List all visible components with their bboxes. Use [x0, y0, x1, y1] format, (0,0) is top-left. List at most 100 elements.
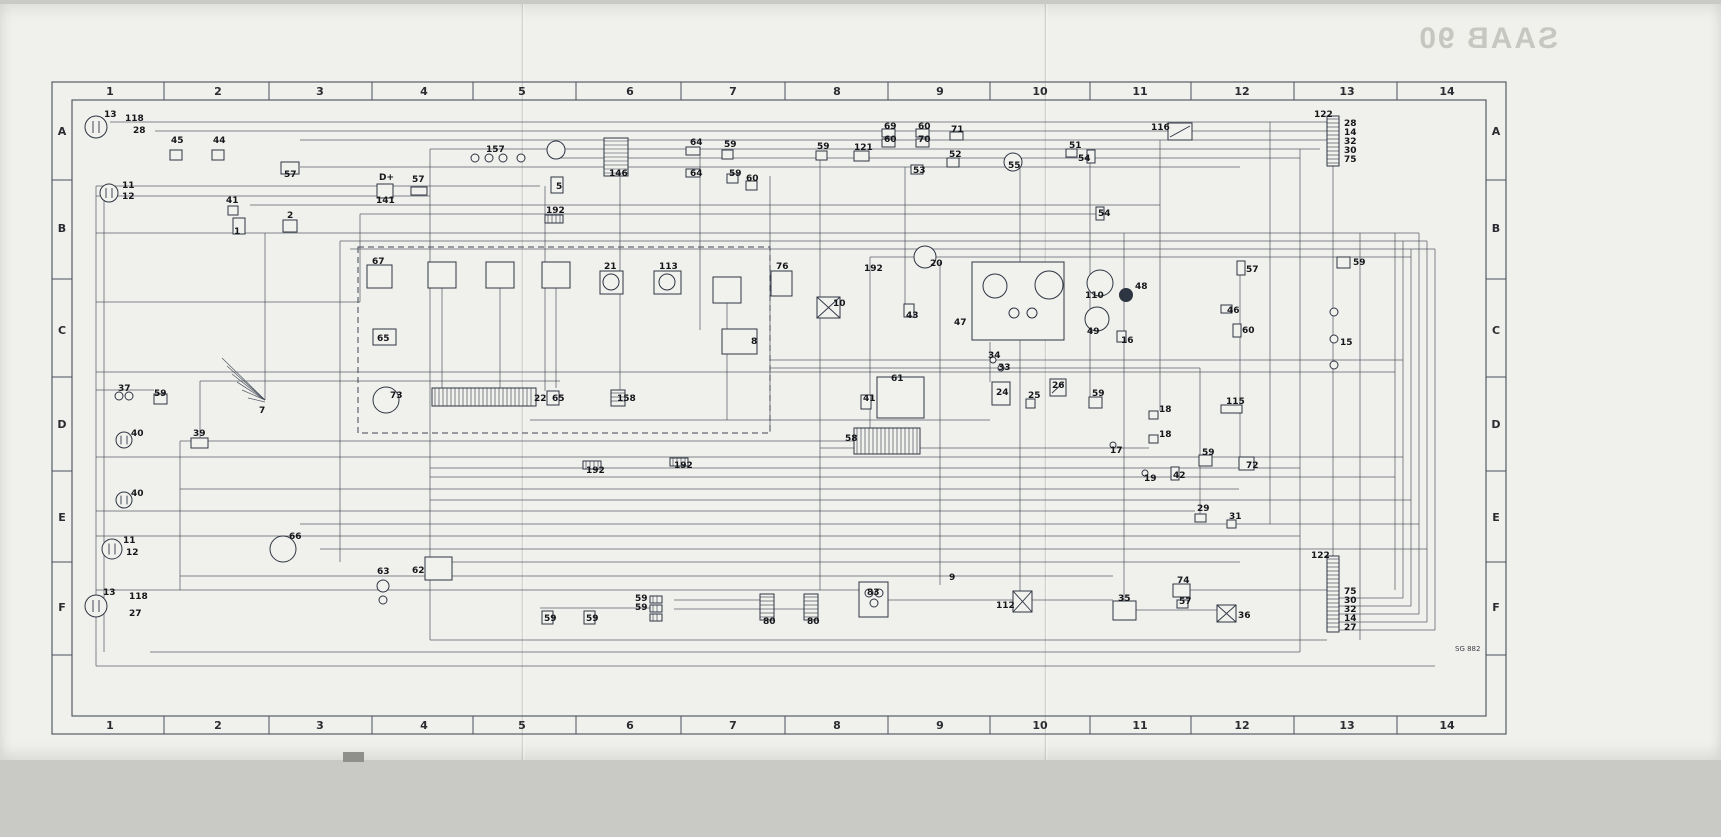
- connector-strip: [1326, 555, 1340, 633]
- crossed-box-diagonal: [1216, 604, 1237, 623]
- component-number: 14: [1344, 614, 1357, 624]
- component-box: [227, 205, 239, 216]
- connector-strip: [853, 427, 921, 455]
- component-box: [712, 276, 742, 304]
- component-number: 24: [996, 388, 1009, 398]
- component-box: [860, 394, 872, 410]
- component-circle: [1026, 307, 1038, 319]
- grid-col-label: 11: [1132, 719, 1147, 732]
- component-box: [1176, 599, 1189, 609]
- component-number: 11: [123, 536, 136, 546]
- component-box: [946, 157, 960, 168]
- component-box: [685, 168, 701, 178]
- component-number: 192: [546, 206, 565, 216]
- component-box: [372, 328, 397, 346]
- component-number: 59: [635, 594, 648, 604]
- component-number: 51: [1069, 141, 1082, 151]
- component-box: [280, 161, 300, 175]
- component-number: 11: [122, 181, 135, 191]
- component-number: 59: [1202, 448, 1215, 458]
- grid-col-label: 3: [316, 719, 324, 732]
- component-box: [1236, 260, 1246, 276]
- component-circle: [1109, 441, 1117, 449]
- grid-col-label: 12: [1234, 719, 1249, 732]
- component-number: 110: [1085, 291, 1104, 301]
- component-circle: [124, 391, 134, 401]
- component-number: 122: [1311, 551, 1330, 561]
- component-box: [903, 303, 915, 318]
- grid-col-label: 9: [936, 85, 944, 98]
- component-number: 57: [1179, 597, 1192, 607]
- component-box: [1065, 148, 1078, 158]
- component-number: 83: [867, 588, 880, 598]
- component-box: [1336, 256, 1351, 269]
- component-box: [876, 376, 925, 419]
- page-fold-crease: [1044, 4, 1048, 760]
- connector-strip: [803, 593, 819, 621]
- component-number: 75: [1344, 155, 1357, 165]
- grid-col-label: 6: [626, 719, 634, 732]
- component-circle: [378, 595, 388, 605]
- component-number: 121: [854, 143, 873, 153]
- component-number: 52: [949, 150, 962, 160]
- component-number: 70: [918, 135, 931, 145]
- component-number: 32: [1344, 605, 1357, 615]
- grid-col-label: 3: [316, 85, 324, 98]
- grid-col-label: 13: [1339, 719, 1354, 732]
- component-box: [815, 150, 828, 161]
- wire: [241, 389, 266, 401]
- component-number: 73: [390, 391, 403, 401]
- component-number: 43: [906, 311, 919, 321]
- component-number: 75: [1344, 587, 1357, 597]
- connector-strip: [544, 214, 564, 224]
- component-circle: [376, 579, 390, 593]
- lamp-symbol: [115, 491, 133, 509]
- component-number: 62: [412, 566, 425, 576]
- component-box: [410, 186, 428, 196]
- component-box: [685, 146, 701, 156]
- junction-dot: [1119, 288, 1133, 302]
- component-number: 22: [534, 394, 547, 404]
- component-number: 61: [891, 374, 904, 384]
- grid-col-label: 8: [833, 85, 841, 98]
- grid-row-label: A: [1492, 125, 1501, 138]
- component-circle: [1329, 360, 1339, 370]
- grid-col-label: 12: [1234, 85, 1249, 98]
- wire: [226, 365, 266, 401]
- component-number: 69: [884, 122, 897, 132]
- grid-col-label: 13: [1339, 85, 1354, 98]
- component-number: 20: [930, 259, 943, 269]
- component-box: [546, 390, 560, 406]
- component-number: 27: [129, 609, 142, 619]
- component-number: D+: [379, 173, 394, 183]
- component-circle: [470, 153, 480, 163]
- component-number: 47: [954, 318, 967, 328]
- grid-row-label: F: [58, 601, 66, 614]
- component-number: 58: [845, 434, 858, 444]
- component-circle: [1329, 334, 1339, 344]
- component-number: 60: [918, 122, 931, 132]
- scan-artifact: [343, 752, 364, 762]
- component-circle: [1141, 469, 1149, 477]
- component-number: 67: [372, 257, 385, 267]
- component-box: [853, 150, 870, 162]
- component-box: [211, 149, 225, 161]
- component-circle: [498, 153, 508, 163]
- component-number: 14: [1344, 128, 1357, 138]
- wire: [221, 357, 266, 401]
- component-circle: [1084, 306, 1110, 332]
- component-box: [1088, 396, 1103, 409]
- component-number: 65: [377, 334, 390, 344]
- component-number: 54: [1078, 154, 1091, 164]
- component-number: 26: [1052, 381, 1065, 391]
- lamp-symbol: [99, 183, 119, 203]
- component-number: 66: [289, 532, 302, 542]
- component-box: [1170, 466, 1180, 481]
- component-number: 64: [690, 138, 703, 148]
- component-number: 60: [884, 135, 897, 145]
- component-number: 64: [690, 169, 703, 179]
- component-number: 40: [131, 489, 144, 499]
- component-number: 65: [552, 394, 565, 404]
- component-number: 157: [486, 145, 505, 155]
